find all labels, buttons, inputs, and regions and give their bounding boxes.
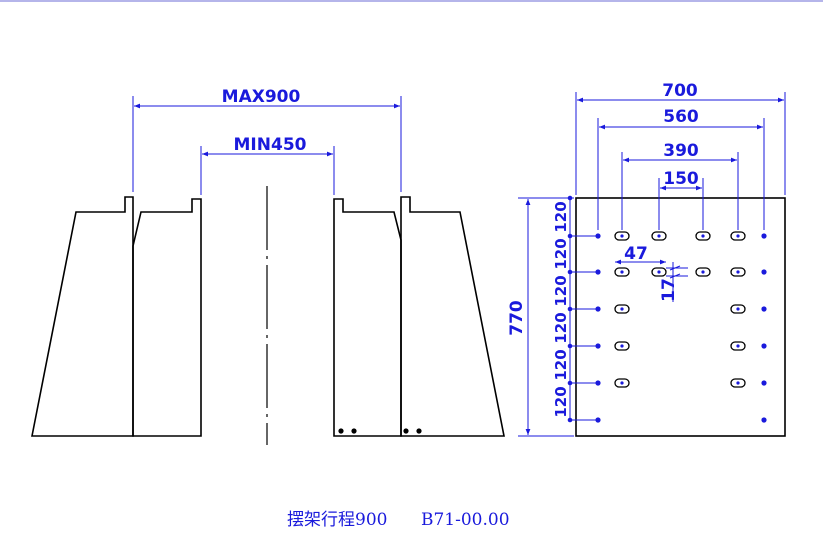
bolt-hole [595, 233, 601, 239]
row-pitch-label: 120 [552, 312, 570, 343]
row-pitch-label: 120 [552, 201, 570, 232]
width-390-label: 390 [663, 141, 699, 161]
bolt-hole [761, 269, 767, 275]
width-700-label: 700 [662, 81, 698, 101]
slot [730, 267, 746, 277]
mounting-hole [416, 428, 422, 434]
slot [730, 378, 746, 388]
bolt-hole [761, 417, 767, 423]
bolt-hole [595, 417, 601, 423]
side-view-dimensions [132, 96, 402, 195]
width-150-label: 150 [663, 169, 699, 189]
row-pitch-label: 120 [552, 349, 570, 380]
slot [730, 231, 746, 241]
bolt-hole [595, 343, 601, 349]
bolt-hole [761, 343, 767, 349]
slot [614, 231, 630, 241]
drawing-code: B71-00.00 [421, 510, 510, 530]
mounting-hole [403, 428, 409, 434]
width-560-label: 560 [663, 107, 699, 127]
plate-holes [595, 233, 767, 423]
side-view [31, 196, 505, 437]
row-pitch-markers [567, 195, 573, 423]
mounting-hole [351, 428, 357, 434]
row-pitch-label: 120 [552, 275, 570, 306]
slot [614, 341, 630, 351]
slot [730, 341, 746, 351]
left-outer-block [31, 196, 134, 437]
slot [695, 267, 711, 277]
slot [695, 231, 711, 241]
left-inner-block [132, 198, 202, 437]
bolt-hole [595, 269, 601, 275]
slot [651, 267, 667, 277]
slot [651, 231, 667, 241]
row-pitch-label: 120 [552, 386, 570, 417]
plate-width-dimensions [575, 92, 786, 230]
plate-slots [614, 231, 746, 388]
bolt-hole [761, 306, 767, 312]
right-inner-block [333, 198, 402, 437]
max-opening-label: MAX900 [222, 87, 301, 107]
bolt-hole [761, 380, 767, 386]
bolt-hole [595, 306, 601, 312]
slot-detail-dimensions [615, 259, 688, 302]
slot-length-label: 47 [624, 244, 648, 264]
mounting-hole [338, 428, 344, 434]
row-pitch-label: 120 [552, 238, 570, 269]
min-opening-label: MIN450 [234, 135, 307, 155]
slot-width-label: 17 [659, 278, 679, 302]
slot [730, 304, 746, 314]
height-770-label: 770 [507, 300, 527, 336]
bolt-hole [761, 233, 767, 239]
slot [614, 378, 630, 388]
slot [614, 304, 630, 314]
drawing-title: 摆架行程900 [287, 510, 387, 530]
slot [614, 267, 630, 277]
slot-center-dots [620, 234, 740, 385]
bolt-hole [595, 380, 601, 386]
plate-outline [575, 197, 786, 437]
right-outer-block [400, 196, 505, 437]
